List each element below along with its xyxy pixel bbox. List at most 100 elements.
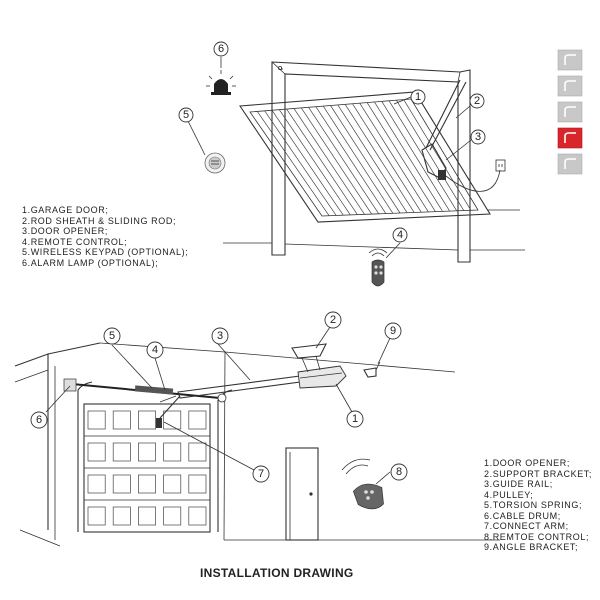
door-panel-window (87, 474, 106, 494)
top-callout-1: 1 (410, 89, 426, 105)
door-slat (271, 110, 344, 216)
legend-item: 6.CABLE DRUM; (484, 510, 561, 521)
door-panel-window (163, 442, 182, 462)
legend-item: 1.GARAGE DOOR; (22, 205, 109, 215)
svg-text:6: 6 (36, 414, 42, 426)
door-slat (293, 108, 365, 215)
side-tab[interactable] (557, 75, 583, 97)
bottom-legend: 1.DOOR OPENER; 2.SUPPORT BRACKET; 3.GUID… (484, 458, 592, 553)
bottom-callout-6: 6 (30, 411, 48, 429)
door-slat (403, 99, 472, 211)
door-panel-window (138, 410, 156, 430)
side-tab-active[interactable] (557, 127, 583, 149)
svg-text:7: 7 (258, 468, 264, 480)
door-slat (257, 111, 330, 216)
top-leader-lines (187, 57, 472, 259)
svg-text:3: 3 (217, 330, 223, 342)
bottom-callout-1: 1 (346, 410, 364, 428)
guide-rail (159, 375, 301, 403)
door-slat (388, 100, 458, 212)
door-panel-window (163, 506, 182, 526)
torsion-spring (63, 378, 227, 403)
top-callout-2: 2 (469, 93, 485, 109)
door-panel-window (112, 442, 131, 462)
door-panel-window (188, 410, 207, 430)
sliding-rod (425, 79, 467, 151)
door-panel-window (112, 474, 131, 494)
svg-text:3: 3 (475, 131, 481, 143)
side-tab[interactable] (557, 153, 583, 175)
side-tab[interactable] (557, 49, 583, 71)
door-panel-window (163, 410, 182, 430)
bottom-callout-2: 2 (324, 311, 342, 329)
legend-item: 2.ROD SHEATH & SLIDING ROD; (22, 215, 177, 226)
door-panel-window (188, 474, 207, 494)
remote-control-icon (368, 248, 388, 287)
alarm-lamp-icon (206, 70, 236, 95)
legend-item: 8.REMTOE CONTROL; (484, 531, 590, 542)
legend-item: 3.DOOR OPENER; (22, 226, 108, 236)
legend-item: 9.ANGLE BRACKET; (484, 542, 579, 552)
svg-text:2: 2 (330, 314, 336, 326)
bottom-leader-lines (45, 326, 391, 485)
door-slat (396, 99, 465, 211)
bottom-callout-5: 5 (103, 327, 121, 345)
room-walls (14, 342, 500, 547)
legend-item: 3.GUIDE RAIL; (484, 479, 553, 489)
bottom-callout-8: 8 (390, 463, 408, 481)
legend-item: 4.REMOTE CONTROL; (22, 236, 128, 247)
legend-item: 6.ALARM LAMP (OPTIONAL); (22, 257, 159, 268)
door-panel-window (112, 410, 131, 430)
door-panel-window (138, 506, 156, 526)
garage-door-panel (239, 91, 491, 223)
door-slat (278, 109, 351, 216)
legend-item: 1.DOOR OPENER; (484, 458, 570, 468)
svg-text:5: 5 (109, 330, 115, 342)
connect-arm (156, 395, 181, 428)
door-slat (337, 104, 408, 213)
svg-text:8: 8 (396, 466, 402, 478)
top-callout-3: 3 (470, 129, 486, 145)
remote-control-bottom-icon (341, 458, 384, 510)
bottom-garage-illustration: 1 2 3 4 5 6 7 8 9 (14, 311, 500, 547)
svg-text:2: 2 (474, 95, 480, 107)
bottom-callout-7: 7 (252, 465, 270, 483)
door-opener-unit (421, 143, 447, 180)
side-tab-strip (557, 49, 583, 175)
support-bracket (291, 343, 327, 373)
opener-motor (297, 365, 347, 389)
top-callout-6: 6 (213, 41, 229, 57)
door-panel-window (87, 506, 106, 526)
legend-item: 5.TORSION SPRING; (484, 500, 583, 510)
door-slat (359, 102, 429, 213)
door-slat (344, 104, 415, 213)
door-slat (308, 107, 380, 215)
door-panel-window (188, 442, 207, 462)
top-callout-4: 4 (392, 227, 408, 243)
bottom-callout-4: 4 (146, 341, 164, 359)
svg-text:5: 5 (183, 109, 189, 121)
interior-door (285, 447, 319, 541)
door-slats (257, 99, 472, 216)
legend-item: 2.SUPPORT BRACKET; (484, 468, 592, 479)
top-garage-illustration: 1 2 3 4 5 6 (178, 41, 525, 287)
door-panel-window (87, 442, 106, 462)
wireless-keypad-icon (204, 152, 226, 174)
door-panel-window (188, 506, 207, 526)
side-tab[interactable] (557, 101, 583, 123)
door-panel-window (112, 506, 131, 526)
door-slat (366, 102, 436, 212)
door-slat (300, 107, 372, 215)
door-panel-window (163, 474, 182, 494)
legend-item: 7.CONNECT ARM; (484, 521, 569, 531)
door-slat (374, 101, 443, 212)
bottom-callout-9: 9 (384, 322, 402, 340)
svg-text:4: 4 (152, 344, 158, 356)
power-cable (445, 159, 506, 192)
svg-text:1: 1 (352, 413, 358, 425)
svg-text:4: 4 (397, 229, 403, 241)
legend-item: 5.WIRELESS KEYPAD (OPTIONAL); (22, 247, 189, 257)
door-frame (271, 61, 471, 263)
